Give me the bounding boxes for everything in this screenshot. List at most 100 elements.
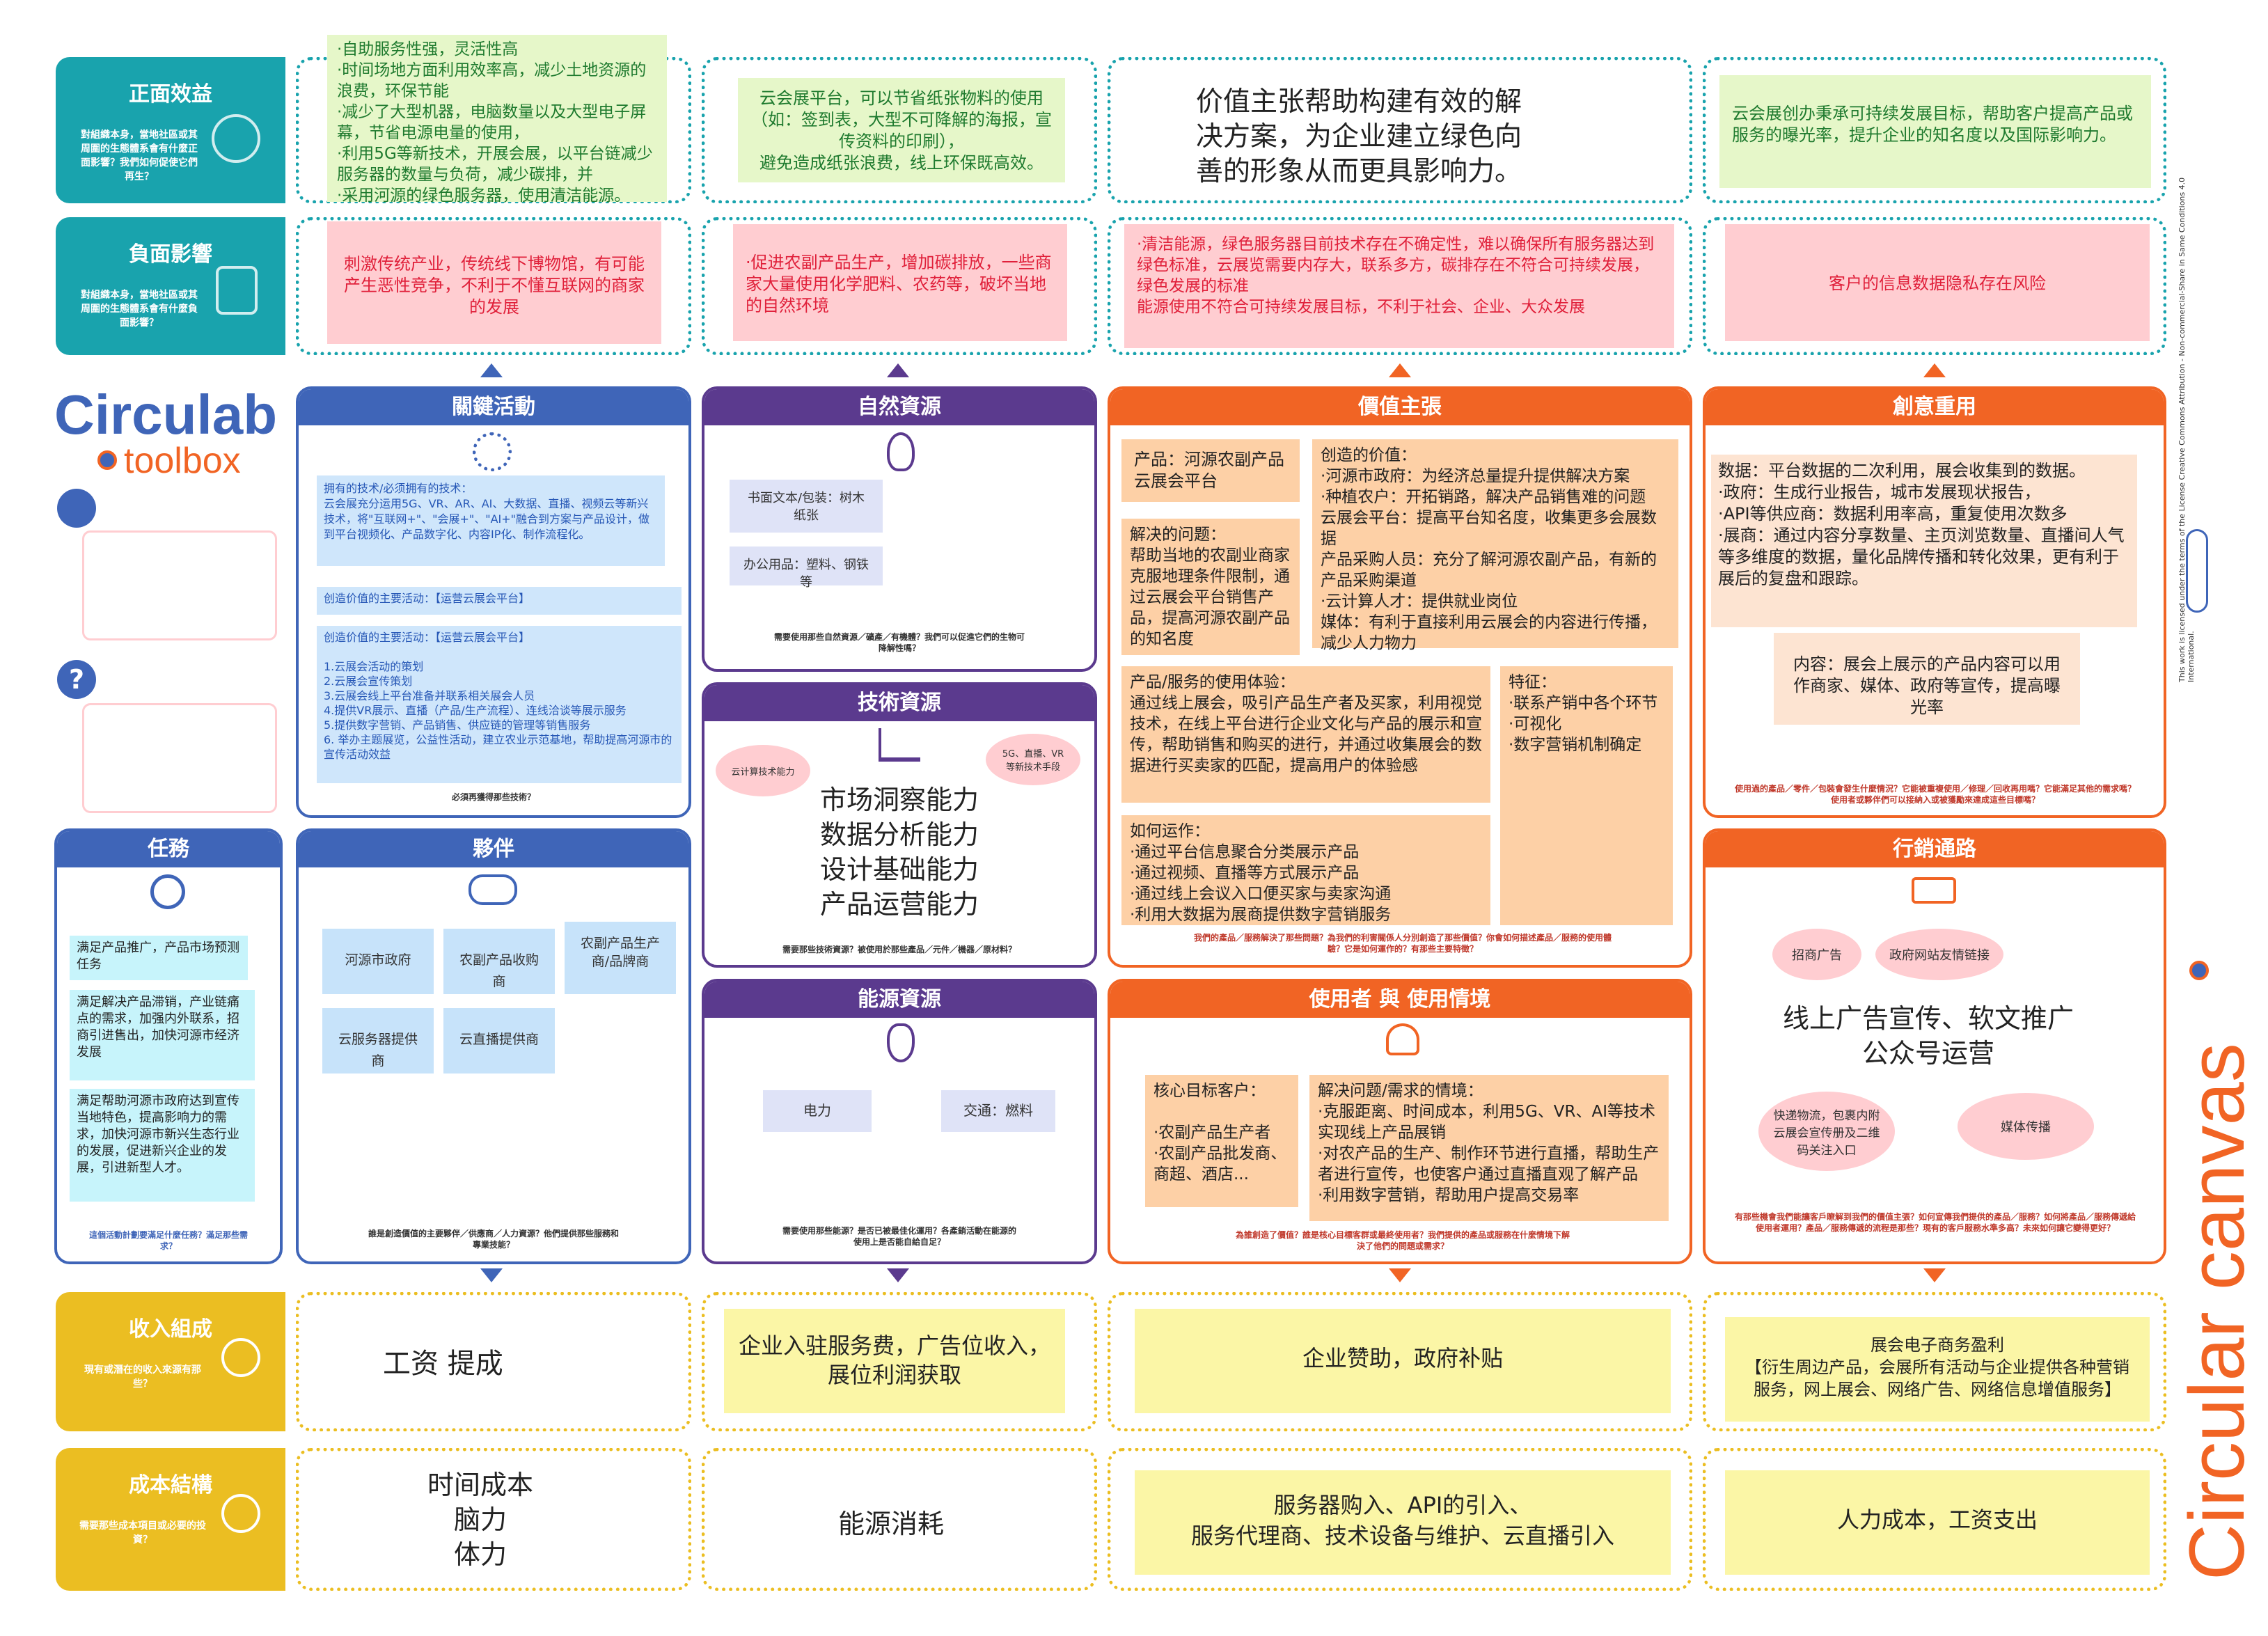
energy-resources-title: 能源資源: [704, 982, 1094, 1018]
channels-panel: 行銷通路 招商广告 政府网站友情链接 线上广告宣传、软文推广 公众号运营 快递物…: [1703, 828, 2166, 1264]
value-proposition-title: 價值主張: [1110, 389, 1690, 425]
key-activities-question: 必須再獲得那些技術？: [451, 792, 535, 802]
negative-zone-1: [296, 217, 691, 355]
value-note: 创造的价值： ·河源市政府：为经济总量提升提供解决方案 ·种植农户：开拓销路，解…: [1312, 439, 1678, 652]
creative-reuse-title: 創意重用: [1706, 389, 2164, 425]
energy-note: 交通：燃料: [941, 1090, 1055, 1132]
partner-note: 农副产品收购商: [443, 929, 555, 994]
channels-big-text: 线上广告宣传、软文推广 公众号运营: [1782, 1003, 2074, 1069]
coins-icon: [221, 1494, 260, 1533]
energy-note: 电力: [763, 1090, 872, 1132]
tasks-title: 任務: [57, 831, 280, 867]
hand-icon: [212, 114, 260, 163]
negative-impact-title: 負面影響: [129, 242, 212, 267]
revenue-zone-3: [1108, 1292, 1692, 1431]
revenue-label: 收入組成 現有或潛在的收入來源有那些？: [56, 1292, 285, 1431]
tasks-question: 這個活動計劃要滿足什麼任務？滿足那些需求？: [88, 1230, 248, 1251]
negative-zone-4: [1703, 217, 2166, 355]
tasks-panel: 任務 满足产品推广，产品市场预测任务 满足解决产品滞销，产业链痛点的需求，加强内…: [54, 828, 283, 1264]
gear-icon: [473, 432, 512, 471]
value-note: 如何运作： ·通过平台信息聚合分类展示产品 ·通过视频、直播等方式展示产品 ·通…: [1121, 815, 1490, 925]
partners-panel: 夥伴 河源市政府 农副产品收购商 农副产品生产商/品牌商 云服务器提供商 云直播…: [296, 828, 691, 1264]
arrow-down-icon: [480, 1268, 503, 1282]
cost-question: 需要那些成本項目或必要的投資？: [79, 1520, 206, 1545]
arrow-down-icon: [1923, 1268, 1946, 1282]
natural-resources-panel: 自然資源 书面文本/包装：树木纸张 办公用品：塑料、钢铁等 需要使用那些自然資源…: [702, 386, 1097, 672]
users-title: 使用者 與 使用情境: [1110, 982, 1690, 1018]
task-note: 满足解决产品滞销，产业链痛点的需求，加强内外联系，招商引进售出，加快河源市经济发…: [70, 990, 255, 1080]
arrow-up-icon: [1389, 363, 1411, 377]
creative-reuse-panel: 創意重用 数据：平台数据的二次利用，展会收集到的数据。 ·政府：生成行业报告，城…: [1703, 386, 2166, 818]
negative-impact-label: 負面影響 對組織本身，當地社區或其周圍的生態體系會有什麼負面影響？: [56, 217, 285, 355]
arrow-down-icon: [1389, 1268, 1411, 1282]
cost-zone-2: [702, 1448, 1097, 1591]
energy-resources-question: 需要使用那些能源？是否已被最佳化運用？各產銷活動在能源的使用上是否能自給自足？: [782, 1226, 1016, 1247]
globe-icon: [57, 489, 96, 528]
negative-zone-2: [702, 217, 1097, 355]
target-icon: [150, 874, 185, 909]
channels-question: 有那些機會我們能讓客戶瞭解到我們的價值主張？如何宣傳我們提供的產品／服務？如何將…: [1734, 1212, 2136, 1233]
partner-note: 河源市政府: [322, 929, 434, 994]
positive-impact-title: 正面效益: [129, 82, 212, 107]
positive-note: 云会展平台，可以节省纸张物料的使用（如：签到表，大型不可降解的海报，宣传资料的印…: [738, 78, 1065, 182]
channel-ellipse: 招商广告: [1772, 929, 1861, 980]
partners-question: 誰是創造價值的主要夥伴／供應商／人力資源？他們提供那些服務和專業技能？: [368, 1229, 620, 1250]
tech-resources-title: 技術資源: [704, 685, 1094, 721]
negative-impact-question: 對組織本身，當地社區或其周圍的生態體系會有什麼負面影響？: [81, 290, 198, 329]
cost-note: 时间成本 脑力 体力: [427, 1470, 533, 1570]
positive-zone-4: [1703, 57, 2166, 203]
partner-note: 农副产品生产商/品牌商: [565, 922, 676, 994]
revenue-question: 現有或潛在的收入來源有那些？: [84, 1364, 201, 1390]
value-note: 解决的问题： 帮助当地的农副业商家克服地理条件限制，通过云展会平台销售产品，提高…: [1121, 519, 1300, 655]
reuse-note: 数据：平台数据的二次利用，展会收集到的数据。 ·政府：生成行业报告，城市发展现状…: [1711, 455, 2137, 627]
cost-title: 成本結構: [129, 1473, 212, 1497]
energy-resources-panel: 能源資源 电力 交通：燃料 需要使用那些能源？是否已被最佳化運用？各產銷活動在能…: [702, 979, 1097, 1264]
revenue-note: 企业入驻服务费，广告位收入，展位利润获取: [724, 1309, 1065, 1413]
reuse-note: 内容：展会上展示的产品内容可以用作商家、媒体、政府等宣传，提高曝光率: [1774, 633, 2080, 725]
negative-zone-3: [1108, 217, 1692, 355]
key-activities-panel: 關鍵活動 拥有的技术/必须拥有的技术： 云会展充分运用5G、VR、AR、AI、大…: [296, 386, 691, 818]
positive-note: 价值主张帮助构建有效的解决方案，为企业建立绿色向善的形象从而更具影响力。: [1196, 86, 1522, 187]
blank-card: [82, 703, 277, 813]
arrow-up-icon: [1923, 363, 1946, 377]
circulab-wordmark: Circulab: [54, 384, 278, 446]
users-icon: [1386, 1023, 1419, 1055]
coins-icon: [221, 1338, 260, 1377]
revenue-zone-1: [296, 1292, 691, 1431]
partner-note: 云直播提供商: [443, 1008, 555, 1073]
channel-ellipse: 快递物流，包裹内附云展会宣传册及二维码关注入口: [1758, 1092, 1895, 1171]
tech-resources-panel: 技術資源 云计算技术能力 5G、直播、VR等新技术手段 市场洞察能力 数据分析能…: [702, 682, 1097, 968]
tech-resources-question: 需要那些技術資源？被使用於那些產品／元件／機器／原材料？: [782, 945, 1016, 954]
circulab-logo: Circulab toolbox: [54, 386, 291, 484]
cost-note: 人力成本，工资支出: [1725, 1470, 2150, 1575]
key-activity-note: 创造价值的主要活动：【运营云展会平台】 1.云展会活动的策划 2.云展会宣传策划…: [317, 626, 682, 783]
question-icon: ?: [57, 660, 96, 699]
key-activity-note: 拥有的技术/必须拥有的技术： 云会展充分运用5G、VR、AR、AI、大数据、直播…: [317, 475, 665, 566]
cost-zone-1: [296, 1448, 691, 1591]
positive-impact-question: 對組織本身，當地社區或其周圍的生態體系會有什麼正面影響？我們如何促使它們再生？: [81, 129, 198, 182]
negative-note: 刺激传统产业，传统线下博物馆，有可能产生恶性竞争，不利于不懂互联网的商家的发展: [327, 221, 661, 344]
revenue-note: 展会电子商务盈利 【衍生周边产品，会展所有活动与企业提供各种营销服务，网上展会、…: [1725, 1317, 2150, 1422]
value-proposition-question: 我們的產品／服務解決了那些問題？為我們的利害關係人分別創造了那些價值？你會如何描…: [1194, 933, 1612, 954]
positive-zone-2: [702, 57, 1097, 203]
task-note: 满足帮助河源市政府达到宣传当地特色，提高影响力的需求，加快河源市新兴生态行业的发…: [70, 1089, 255, 1202]
key-activities-title: 關鍵活動: [299, 389, 688, 425]
natural-note: 书面文本/包装：树木纸张: [730, 480, 883, 533]
revenue-zone-4: [1703, 1292, 2166, 1431]
user-note: 解决问题/需求的情境： ·克服距离、时间成本，利用5G、VR、AI等技术实现线上…: [1309, 1075, 1669, 1221]
value-note: 产品：河源农副产品云展会平台: [1121, 439, 1300, 502]
positive-note: ·自助服务性强，灵活性高 ·时间场地方面利用效率高，减少土地资源的浪费，环保节能…: [327, 35, 667, 205]
negative-note: 客户的信息数据隐私存在风险: [1725, 224, 2150, 341]
tech-ellipse: 云计算技术能力: [716, 745, 810, 796]
negative-note: ·促进农副产品生产，增加碳排放，一些商家大量使用化学肥料、农药等，破坏当地的自然…: [733, 224, 1067, 341]
revenue-note: 工资 提成: [383, 1348, 503, 1380]
truck-icon: [1912, 877, 1956, 904]
users-question: 為誰創造了價值？誰是核心目標客群或最終使用者？我們提供的產品或服務在什麼情境下解…: [1236, 1230, 1570, 1251]
creative-reuse-question: 使用過的產品／零件／包裝會發生什麼情況？它能被重複使用／修理／回收再用嗎？它能滿…: [1734, 784, 2136, 805]
channel-ellipse: 政府网站友情链接: [1875, 929, 2003, 980]
handshake-icon: [468, 874, 517, 905]
value-note: 产品/服务的使用体验： 通过线上展会，吸引产品生产者及买家，利用视觉技术，在线上…: [1121, 666, 1490, 803]
blank-card: [82, 530, 277, 640]
natural-resources-question: 需要使用那些自然資源／礦產／有機體？我們可以促進它們的生物可降解性嗎？: [774, 632, 1025, 653]
arrow-up-icon: [480, 363, 503, 377]
